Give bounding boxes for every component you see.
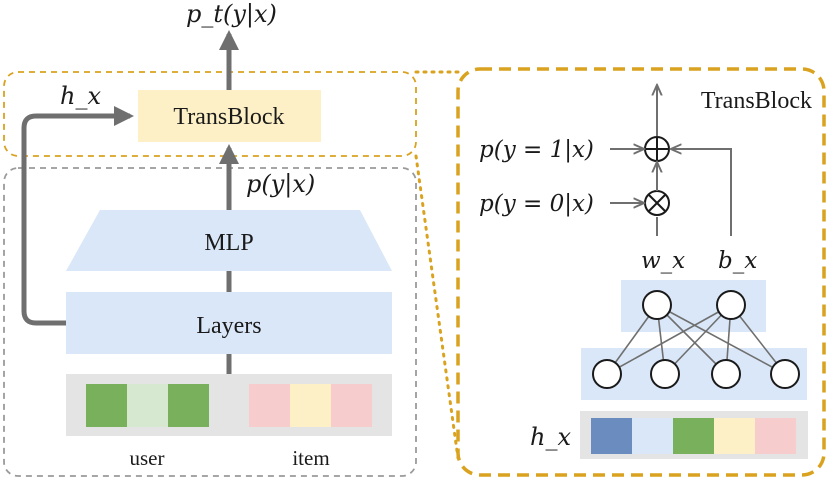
layers-block xyxy=(66,292,392,354)
item-label: item xyxy=(292,446,329,470)
hidden-cell-4 xyxy=(714,418,755,454)
user-cell-2 xyxy=(127,384,168,427)
transblock-detail-title: TransBlock xyxy=(701,88,812,114)
multiply-operator-icon xyxy=(644,190,670,216)
hidden-right-label: h_x xyxy=(530,423,571,451)
transblock-box-label: TransBlock xyxy=(173,104,284,130)
neuron-hidden-4 xyxy=(770,359,800,389)
p-y1-label: p(y = 1|x) xyxy=(479,137,594,163)
hidden-cell-2 xyxy=(632,418,673,454)
add-operator-icon xyxy=(644,136,670,162)
user-embedding xyxy=(86,384,209,427)
hidden-cell-1 xyxy=(591,418,632,454)
bias-to-add-arrow xyxy=(672,149,732,236)
neuron-b xyxy=(716,290,746,320)
user-cell-3 xyxy=(168,384,209,427)
layers-label: Layers xyxy=(196,313,261,339)
transblock-box xyxy=(138,90,321,142)
model-container xyxy=(3,167,417,477)
item-embedding xyxy=(249,384,372,427)
output-label: p_t(y|x) xyxy=(186,0,277,29)
user-cell-1 xyxy=(86,384,127,427)
item-cell-2 xyxy=(290,384,331,427)
hidden-cell-3 xyxy=(673,418,714,454)
item-cell-3 xyxy=(331,384,372,427)
mlp-label: MLP xyxy=(204,230,253,256)
neuron-hidden-2 xyxy=(650,359,680,389)
zoom-connector-bottom xyxy=(414,154,460,460)
hidden-cell-5 xyxy=(755,418,796,454)
user-label: user xyxy=(130,446,165,470)
neuron-hidden-1 xyxy=(592,359,622,389)
transblock-container xyxy=(3,71,417,157)
hidden-left-label: h_x xyxy=(60,82,101,110)
bias-label: b_x xyxy=(718,248,757,274)
mlp-output-label: p(y|x) xyxy=(246,170,315,199)
mlp-block xyxy=(66,210,392,271)
neuron-w xyxy=(642,290,672,320)
neuron-hidden-3 xyxy=(711,359,741,389)
weight-label: w_x xyxy=(641,248,685,274)
transblock-detail-container xyxy=(456,67,826,477)
skip-connection-path xyxy=(21,106,134,326)
p-y0-label: p(y = 0|x) xyxy=(479,191,594,217)
item-cell-1 xyxy=(249,384,290,427)
